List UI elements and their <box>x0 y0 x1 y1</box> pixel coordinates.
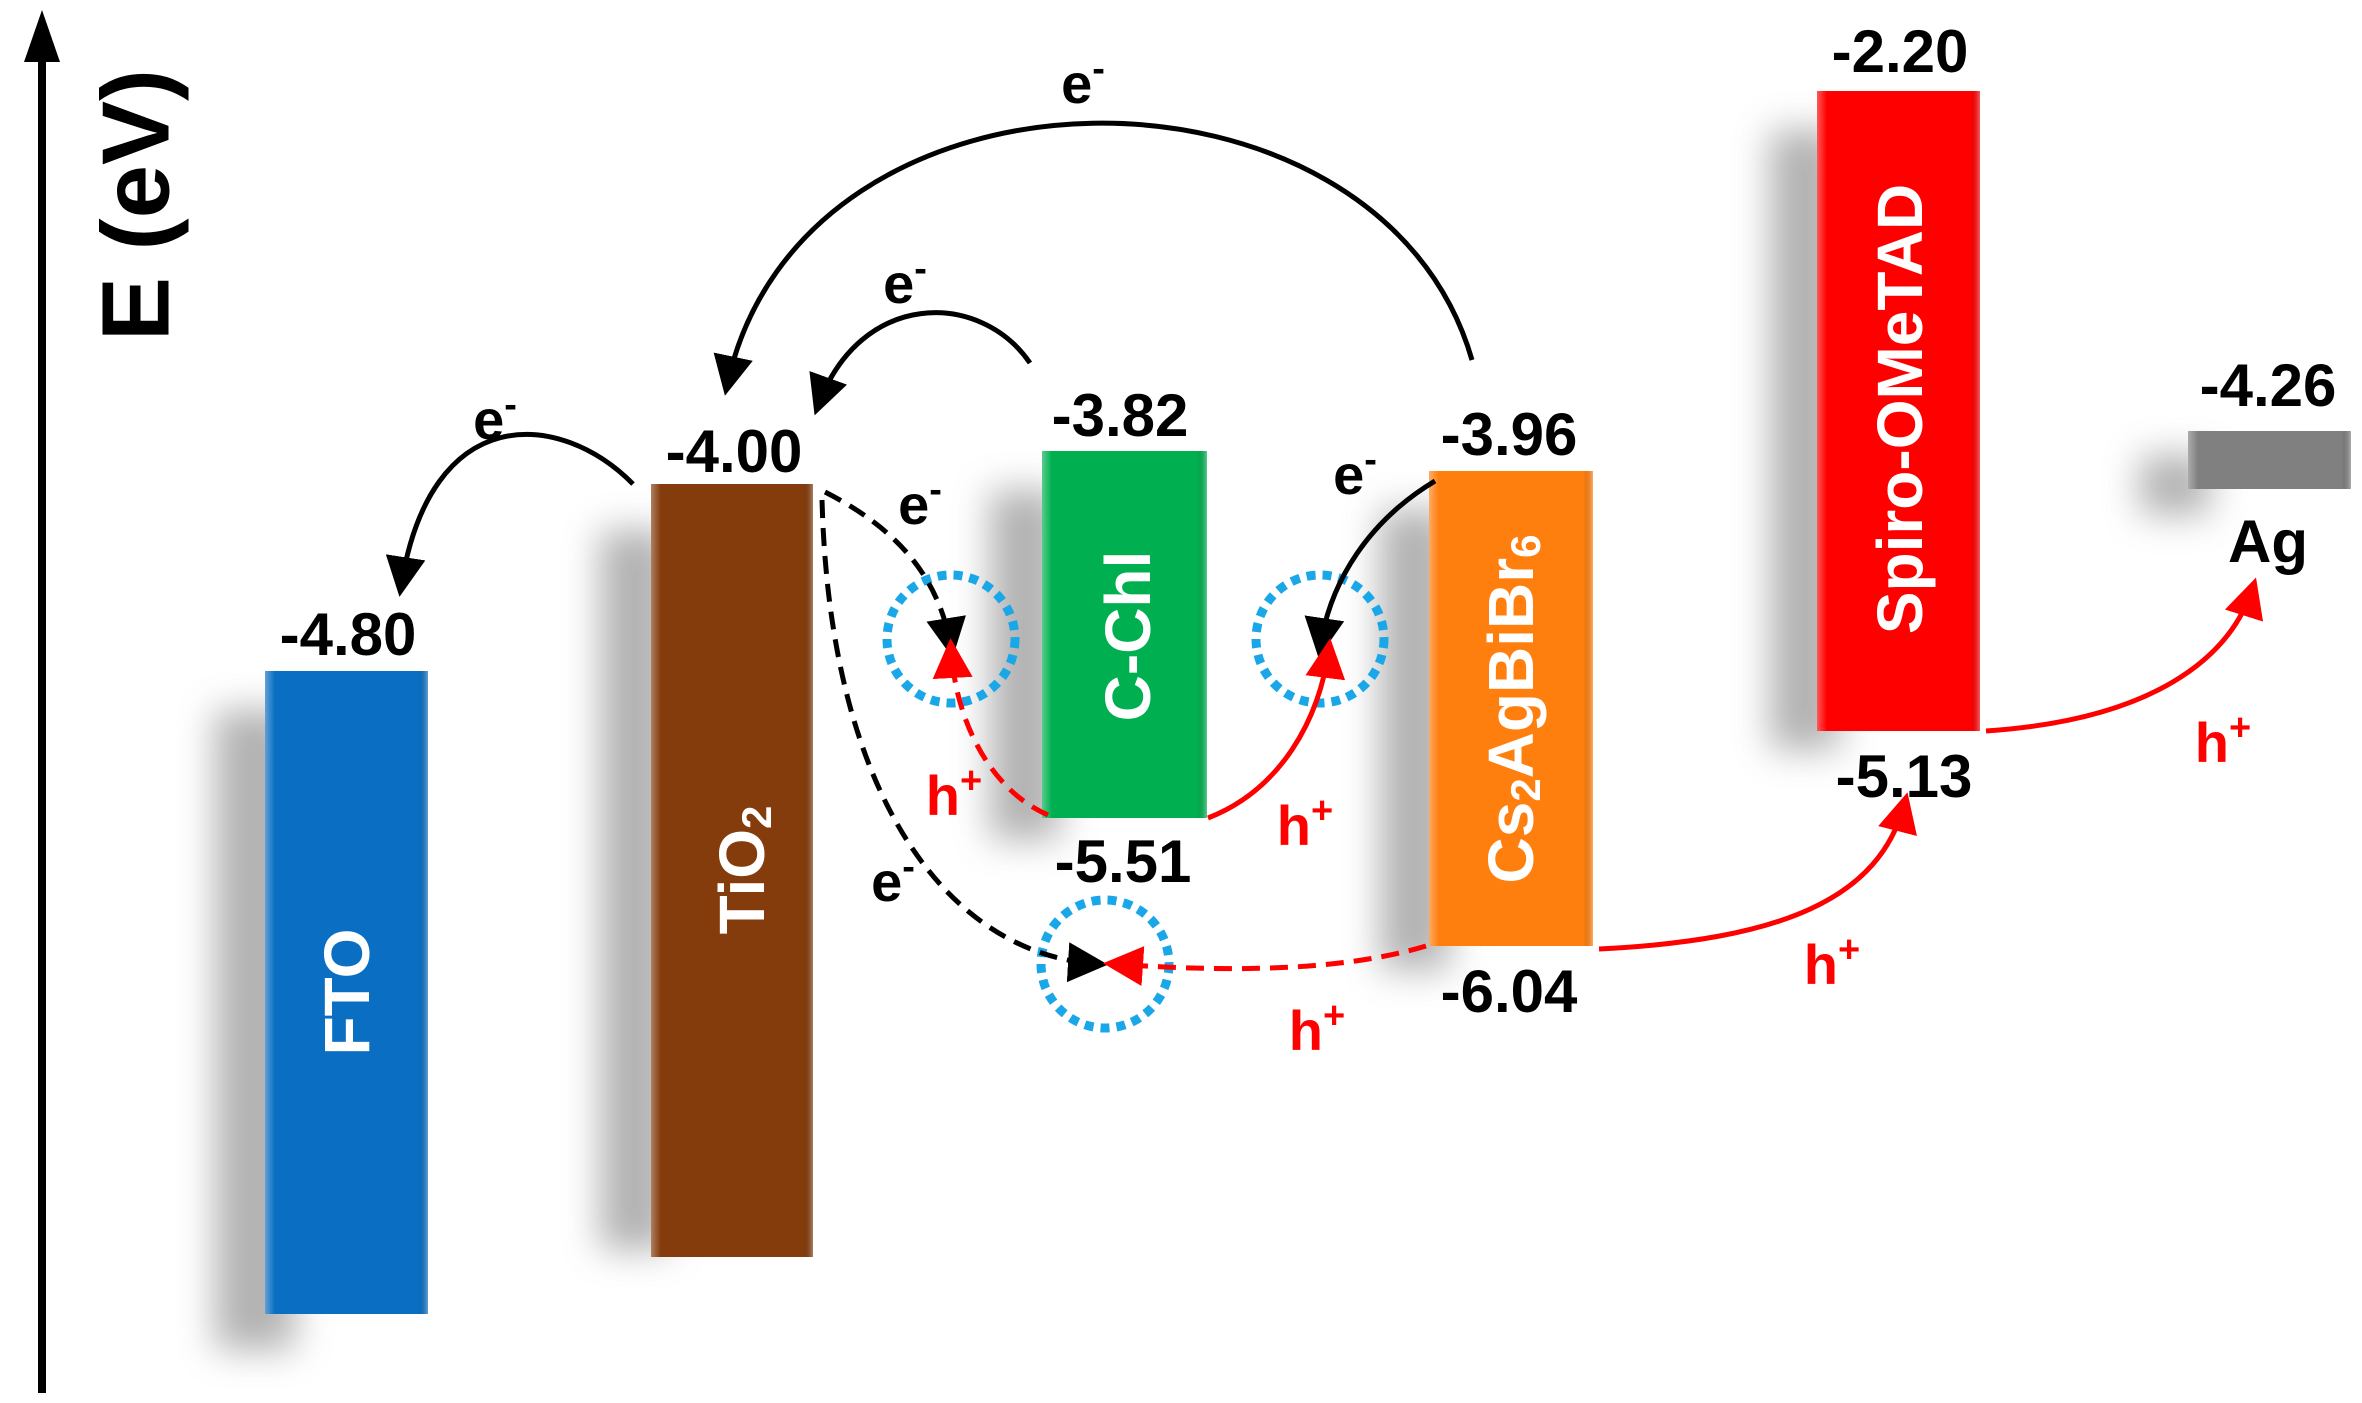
hole-arrow <box>1985 577 2264 734</box>
transfer-arrows <box>385 120 2264 987</box>
ag-bar <box>2188 431 2351 489</box>
electron-arrow <box>385 432 635 597</box>
electron-label: e- <box>883 248 927 315</box>
electron-label: e- <box>1333 439 1377 506</box>
hole-dashed-arrow <box>1103 943 1427 987</box>
fto-bar <box>265 671 428 1314</box>
hole-arrow <box>1207 638 1346 821</box>
cs-homo: -6.04 <box>1441 958 1578 1025</box>
spiro-homo: -5.13 <box>1836 743 1973 810</box>
ag-level: -4.26 <box>2200 352 2337 419</box>
electron-label: e- <box>473 384 517 451</box>
hole-label: h+ <box>2195 707 2251 774</box>
ag-label: Ag <box>2228 508 2308 575</box>
electron-label: e- <box>871 846 915 913</box>
axis-label: E (eV) <box>83 69 190 341</box>
tio2-label: TiO2 <box>706 806 780 935</box>
energy-axis: E (eV) <box>24 10 190 1393</box>
cchl-homo: -5.51 <box>1055 828 1192 895</box>
cchl-bar <box>1042 451 1207 818</box>
spiro-bar <box>1817 91 1980 731</box>
cs-label: Cs2AgBiBr6 <box>1475 535 1549 884</box>
hole-label: h+ <box>1804 929 1860 996</box>
cs-lumo: -3.96 <box>1441 401 1578 468</box>
tio2-bar <box>651 484 813 1257</box>
tio2-level: -4.00 <box>666 418 803 485</box>
axis-arrowhead-icon <box>24 10 60 62</box>
electron-dashed-arrow <box>823 489 966 658</box>
electron-label: e- <box>898 469 942 536</box>
recombination-circle <box>1036 895 1174 1033</box>
hole-label: h+ <box>1289 995 1345 1062</box>
electron-dashed-arrow <box>819 499 1108 983</box>
cs-bar <box>1429 471 1593 946</box>
electron-label: e- <box>1061 48 1105 115</box>
spiro-lumo: -2.20 <box>1832 18 1969 85</box>
fto-level: -4.80 <box>280 601 417 668</box>
electron-arrow <box>1304 478 1437 658</box>
hole-label: h+ <box>1277 790 1333 857</box>
recombination-sites <box>882 570 1389 1033</box>
spiro-label: Spiro-OMeTAD <box>1864 184 1936 634</box>
cchl-lumo: -3.82 <box>1052 382 1189 449</box>
fto-label: FTO <box>311 929 383 1056</box>
electron-arrow <box>809 310 1033 416</box>
hole-label: h+ <box>926 760 982 827</box>
electron-arrow <box>713 120 1475 396</box>
hole-arrow <box>1598 792 1917 952</box>
hole-dashed-arrow <box>932 638 1049 818</box>
recombination-circle <box>1251 570 1389 708</box>
cchl-label: C-Chl <box>1092 551 1164 722</box>
recombination-circle <box>882 570 1020 708</box>
